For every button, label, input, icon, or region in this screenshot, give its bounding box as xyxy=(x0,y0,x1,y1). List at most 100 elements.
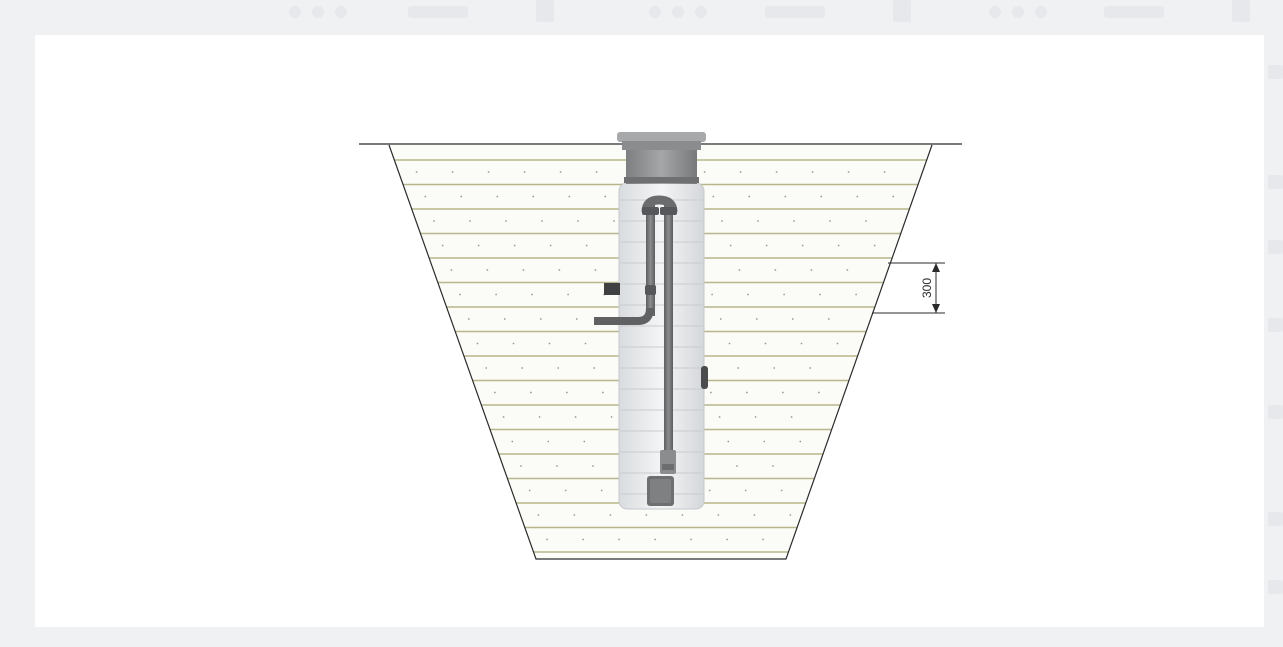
soil-dot xyxy=(819,293,821,296)
soil-dot xyxy=(729,244,732,247)
soil-dot xyxy=(739,171,742,173)
soil-dot xyxy=(505,220,507,222)
soil-dot xyxy=(873,244,876,247)
soil-dot xyxy=(783,293,785,296)
soil-dot xyxy=(521,367,524,369)
soil-dot xyxy=(719,318,722,320)
soil-dot xyxy=(582,538,584,541)
soil-dot xyxy=(574,416,577,418)
soil-dot xyxy=(820,195,823,198)
soil-dot xyxy=(817,391,820,394)
soil-dot xyxy=(744,489,747,492)
soil-dot xyxy=(827,318,830,320)
soil-dot xyxy=(736,465,738,467)
soil-dot xyxy=(618,538,620,541)
soil-dot xyxy=(708,489,711,492)
soil-dot xyxy=(547,440,550,443)
soil-dot xyxy=(537,514,540,516)
soil-dot xyxy=(495,293,497,296)
soil-dot xyxy=(846,269,849,271)
soil-dot xyxy=(748,195,751,198)
septic-tank xyxy=(617,132,706,510)
soil-dot xyxy=(522,269,525,271)
soil-dot xyxy=(753,514,756,516)
soil-dot xyxy=(718,416,721,418)
soil-dot xyxy=(538,416,541,418)
soil-dot xyxy=(467,318,470,320)
soil-dot xyxy=(565,391,568,394)
soil-dot xyxy=(610,416,613,418)
soil-dot xyxy=(764,342,767,345)
soil-dot xyxy=(541,220,543,222)
soil-dot xyxy=(568,195,571,198)
soil-dot xyxy=(865,220,867,222)
soil-dot xyxy=(548,342,551,345)
soil-dot xyxy=(809,367,812,369)
soil-dot xyxy=(763,440,766,443)
soil-dot xyxy=(564,489,567,492)
soil-dot xyxy=(549,244,552,247)
soil-dot xyxy=(747,293,749,296)
soil-dot xyxy=(502,416,505,418)
soil-dot xyxy=(595,171,598,173)
depth-dimension xyxy=(872,262,945,314)
soil-dot xyxy=(531,293,533,296)
soil-dot xyxy=(883,171,886,173)
soil-dot xyxy=(424,195,427,198)
soil-dot xyxy=(609,514,612,516)
soil-dot xyxy=(592,465,594,467)
manhole-lid-icon xyxy=(617,132,706,150)
soil-dot xyxy=(791,318,794,320)
soil-dot xyxy=(811,171,814,173)
soil-dot xyxy=(546,538,548,541)
soil-dot xyxy=(726,538,728,541)
soil-dot xyxy=(784,195,787,198)
soil-dot xyxy=(738,269,741,271)
soil-dot xyxy=(690,538,692,541)
soil-dot xyxy=(567,293,569,296)
submersible-pump-icon xyxy=(647,450,676,506)
soil-dot xyxy=(511,440,514,443)
soil-dot xyxy=(493,391,496,394)
soil-dot xyxy=(503,318,506,320)
soil-dot xyxy=(593,367,596,369)
soil-dot xyxy=(459,293,461,296)
soil-dot xyxy=(556,465,558,467)
soil-dot xyxy=(433,220,435,222)
soil-dot xyxy=(721,220,723,222)
soil-dot xyxy=(559,171,562,173)
soil-dot xyxy=(583,440,586,443)
soil-dot xyxy=(712,195,715,198)
soil-dot xyxy=(780,489,783,492)
soil-dot xyxy=(728,342,731,345)
soil-dot xyxy=(645,514,648,516)
soil-dot xyxy=(532,195,535,198)
soil-dot xyxy=(476,342,479,345)
soil-dot xyxy=(772,465,774,467)
soil-dot xyxy=(745,391,748,394)
soil-dot xyxy=(754,416,757,418)
dimension-label: 300 xyxy=(920,278,934,298)
soil-dot xyxy=(775,171,778,173)
soil-dot xyxy=(703,171,706,173)
soil-dot xyxy=(847,171,850,173)
soil-dot xyxy=(709,391,712,394)
soil-dot xyxy=(460,195,463,198)
soil-dot xyxy=(539,318,542,320)
soil-dot xyxy=(528,489,531,492)
soil-dot xyxy=(829,220,831,222)
soil-dot xyxy=(681,514,684,516)
soil-dot xyxy=(529,391,532,394)
soil-dot xyxy=(557,367,560,369)
discharge-pipes xyxy=(594,195,708,469)
soil-dot xyxy=(800,342,803,345)
soil-dot xyxy=(717,514,720,516)
soil-dot xyxy=(601,391,604,394)
soil-dot xyxy=(810,269,813,271)
soil-dot xyxy=(801,244,804,247)
soil-dot xyxy=(604,195,607,198)
soil-dot xyxy=(573,514,576,516)
soil-dot xyxy=(575,318,578,320)
